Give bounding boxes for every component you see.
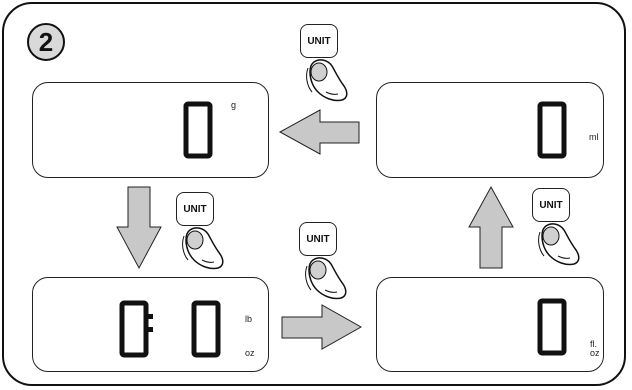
- arrow-right-icon: [281, 304, 363, 350]
- unit-button-left[interactable]: UNIT: [176, 192, 214, 226]
- arrow-left-icon: [278, 109, 360, 155]
- unit-button-top[interactable]: UNIT: [300, 24, 338, 58]
- finger-press-icon: [182, 227, 224, 270]
- finger-press-icon: [538, 223, 580, 266]
- digit-zero-milliliters: [537, 101, 567, 159]
- unit-label-g: g: [231, 100, 237, 110]
- digit-zero-fluid-ounces: [537, 298, 567, 356]
- display-milliliters: ml: [376, 82, 604, 178]
- digit-zero-grams: [183, 101, 213, 159]
- arrow-up-icon: [468, 185, 514, 269]
- digit-zero-pounds: [119, 300, 149, 358]
- unit-button-right[interactable]: UNIT: [532, 188, 570, 222]
- finger-press-icon: [305, 257, 347, 300]
- unit-label-ml: ml: [589, 132, 599, 142]
- display-pounds-ounces: lb oz: [32, 277, 269, 372]
- digit-zero-ounces: [191, 300, 221, 358]
- step-number-badge: 2: [27, 23, 65, 61]
- unit-label-oz: oz: [245, 348, 255, 358]
- display-grams: g: [32, 82, 269, 178]
- arrow-down-icon: [116, 186, 162, 270]
- display-fluid-ounces: fl. oz: [376, 277, 604, 372]
- finger-press-icon: [306, 59, 348, 102]
- colon-separator: [147, 314, 153, 332]
- unit-label-lb: lb: [245, 314, 253, 324]
- unit-button-middle[interactable]: UNIT: [299, 222, 337, 256]
- unit-label-fl-oz: oz: [590, 348, 600, 358]
- unit-label-fl: fl.: [590, 339, 598, 349]
